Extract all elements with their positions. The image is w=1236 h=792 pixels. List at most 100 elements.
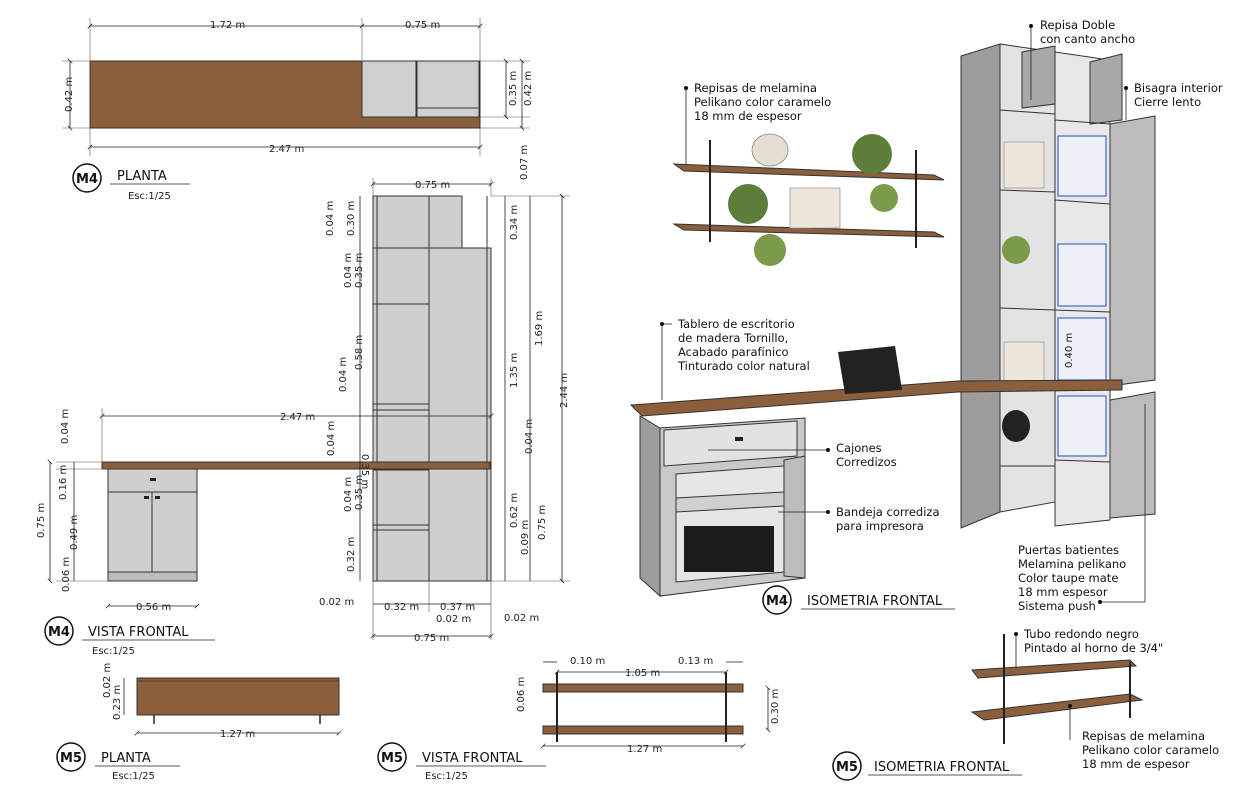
iso-binders-1	[1057, 135, 1107, 197]
front-tall-left-top	[428, 195, 463, 249]
dim-front-right-desk-height: 0.75 m	[537, 505, 548, 540]
dim-m5-front-width: 1.27 m	[627, 744, 662, 755]
m5-front-title: VISTA FRONTAL	[422, 751, 523, 766]
dim-m5-plan-width: 1.27 m	[220, 729, 255, 740]
m4-plan-scale: Esc:1/25	[128, 191, 171, 202]
iso-tall-door-upper-left	[1021, 45, 1056, 109]
iso-plant-tall	[1002, 236, 1030, 264]
dim-m5-front-span: 1.05 m	[625, 668, 660, 679]
note-shelves-m4-3: 18 mm de espesor	[694, 109, 802, 123]
dim-m5-front-spacing: 0.30 m	[770, 689, 781, 724]
plan-unit-right	[416, 60, 480, 118]
dim-front-col-left: 0.32 m	[384, 602, 419, 613]
note-doors-2: Melamina pelikano	[1018, 557, 1126, 571]
dim-front-shelf-c: 0.58 m	[354, 335, 365, 370]
m4-iso-tag-text: M4	[766, 594, 788, 609]
m5-iso-view: Tubo redondo negro Pintado al horno de 3…	[832, 627, 1219, 781]
iso-plant-b	[754, 234, 786, 266]
m5-iso-shelf-bottom	[970, 693, 1144, 721]
m5-plan-tag	[56, 742, 86, 772]
dim-m5-front-left-offset: 0.10 m	[570, 656, 605, 667]
m4-front-scale: Esc:1/25	[92, 646, 135, 657]
iso-desk-drawer	[663, 420, 798, 467]
m4-plan-tag-text: M4	[76, 172, 98, 187]
dim-front-col-right: 0.37 m	[440, 602, 475, 613]
dim-plan-desk-width: 1.72 m	[210, 20, 245, 31]
note-desktop-1: Tablero de escritorio	[677, 317, 795, 331]
iso-tall-left-panel	[960, 43, 1001, 529]
iso-tall-door-top	[1109, 115, 1156, 387]
iso-binders-4	[1057, 395, 1107, 457]
m5-plan-title: PLANTA	[101, 751, 151, 766]
m5-front-scale: Esc:1/25	[425, 771, 468, 782]
front-tall-right	[428, 247, 492, 582]
dim-front-side-right: 0.02 m	[504, 613, 539, 624]
note-doors-1: Puertas batientes	[1018, 543, 1119, 557]
dim-front-top-gap: 0.04 m	[325, 201, 336, 236]
iso-plant-a	[728, 184, 768, 224]
dim-front-shelf-gap-d: 0.04 m	[326, 421, 337, 456]
iso-desk-door-right	[783, 455, 806, 579]
m5-iso-shelf-top	[971, 659, 1138, 679]
iso-vase	[751, 133, 789, 167]
iso-books-tall-2	[1003, 341, 1045, 385]
dim-front-shelf-a: 0.30 m	[346, 201, 357, 236]
dim-front-right-top: 0.34 m	[509, 205, 520, 240]
iso-desktop	[629, 379, 1123, 417]
front-door-handle-r	[155, 496, 160, 499]
iso-binders-3	[1057, 317, 1107, 381]
iso-tall-inside	[999, 43, 1056, 513]
dim-front-desk-cab-width: 0.56 m	[136, 602, 171, 613]
dim-plan-depth: 0.42 m	[64, 77, 75, 112]
m4-plan-view: 1.72 m 0.75 m 0.42 m 0.35 m 0.42 m 0.07 …	[62, 18, 534, 202]
dim-front-shelf-gap-c: 0.04 m	[338, 357, 349, 392]
m4-front-tag	[44, 616, 74, 646]
dim-plan-unit-depth-total: 0.42 m	[523, 71, 534, 106]
m5-plan-scale: Esc:1/25	[112, 771, 155, 782]
m5-front-tag	[377, 742, 407, 772]
iso-drawer-handle	[735, 437, 743, 441]
dim-m5-plan-depth-b: 0.23 m	[112, 685, 123, 720]
m4-front-title: VISTA FRONTAL	[88, 625, 189, 640]
note-drawers-1: Cajones	[836, 441, 882, 455]
dim-front-top-thickness: 0.04 m	[60, 409, 71, 444]
front-door-handle-l	[144, 496, 149, 499]
note-tube-2: Pintado al horno de 3/4"	[1024, 641, 1163, 655]
iso-plant-c	[852, 134, 892, 174]
dim-front-shelf-d: 0.35 m	[359, 454, 370, 489]
m4-front-tag-text: M4	[48, 625, 70, 640]
note-double-shelf-1: Repisa Doble	[1040, 18, 1115, 32]
note-tube-1: Tubo redondo negro	[1023, 627, 1139, 641]
iso-shelf-lower	[672, 223, 945, 238]
note-tray-1: Bandeja corrediza	[836, 505, 940, 519]
m5-iso-tag	[832, 751, 862, 781]
dim-m5-front-right-offset: 0.13 m	[678, 656, 713, 667]
front-desktop	[101, 461, 491, 470]
dim-plan-gap: 0.07 m	[519, 145, 530, 180]
dim-front-shelf-f: 0.32 m	[346, 537, 357, 572]
iso-books-tall-1	[1003, 141, 1045, 189]
dim-front-right-mid: 1.35 m	[509, 353, 520, 388]
iso-tall-door-bottom	[1109, 391, 1156, 519]
note-shelves-m5-3: 18 mm de espesor	[1082, 757, 1190, 771]
iso-desk-cab-side	[639, 415, 661, 598]
note-shelves-m5-1: Repisas de melamina	[1082, 729, 1205, 743]
note-doors-5: Sistema push	[1018, 599, 1096, 613]
note-drawers-2: Corredizos	[836, 455, 897, 469]
m5-front-tag-text: M5	[381, 751, 403, 766]
note-hinge-1: Bisagra interior	[1134, 81, 1223, 95]
note-doors-4: 18 mm espesor	[1018, 585, 1108, 599]
iso-sculpture	[1002, 410, 1030, 442]
dim-front-total-width: 2.47 m	[280, 412, 315, 423]
plan-unit-left	[361, 60, 417, 118]
dim-front-right-desk: 0.04 m	[524, 419, 535, 454]
m4-plan-tag	[72, 163, 102, 193]
dim-front-right-base: 0.09 m	[520, 520, 531, 555]
dim-front-unit-width: 0.75 m	[415, 180, 450, 191]
m4-iso-view: 0.40 m Repisas de melamina Pelikano colo…	[629, 18, 1223, 615]
m5-iso-tag-text: M5	[836, 760, 858, 775]
iso-binders-2	[1057, 243, 1107, 307]
m5-plan-shelf	[136, 677, 340, 716]
m4-iso-title: ISOMETRIA FRONTAL	[807, 594, 943, 609]
